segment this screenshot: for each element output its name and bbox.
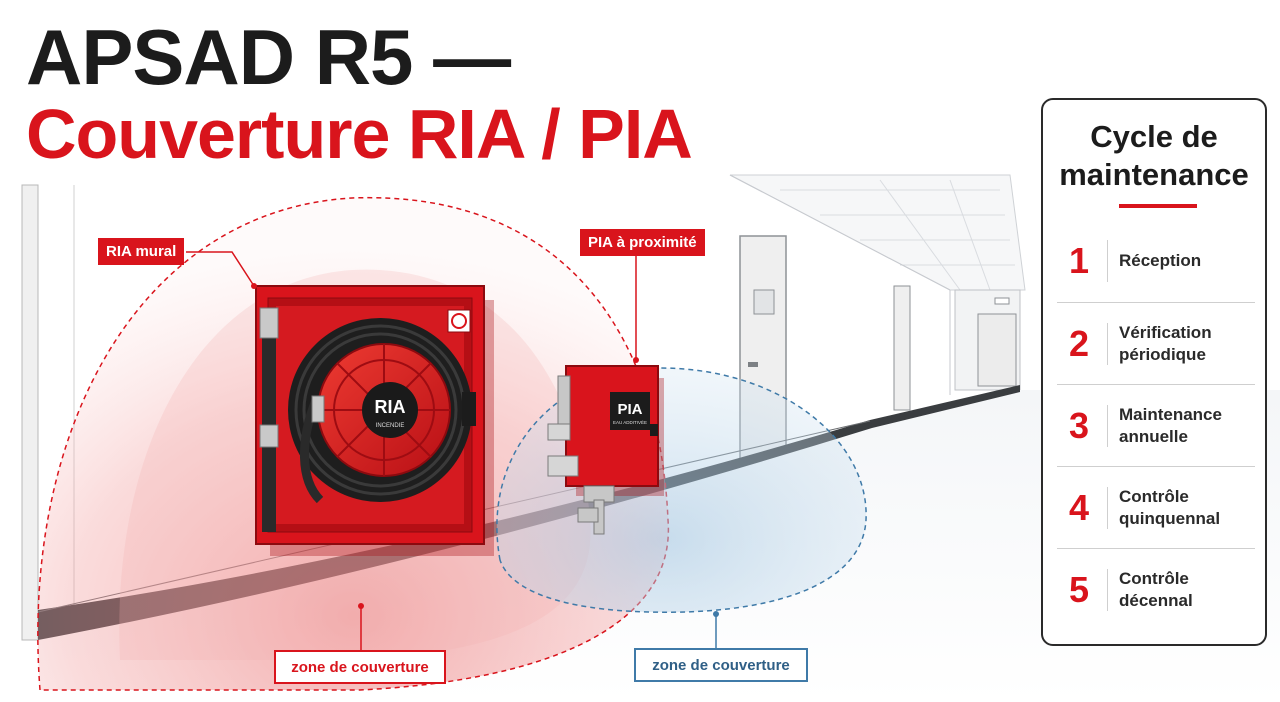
step-number: 3 xyxy=(1068,404,1090,446)
maintenance-step: 4 Contrôle quinquennal xyxy=(1057,466,1255,548)
step-label: Contrôle quinquennal xyxy=(1119,486,1221,528)
step-divider xyxy=(1107,487,1108,529)
pia-cabinet-label: PIA xyxy=(617,401,642,418)
maintenance-title-line1: Cycle de xyxy=(1090,119,1218,154)
page-title-line1: APSAD R5 — xyxy=(26,13,511,101)
maintenance-cycle-panel: Cycle de maintenance 1 Réception 2 Vérif… xyxy=(1041,98,1267,646)
maintenance-panel-title: Cycle de maintenance xyxy=(1043,118,1265,194)
maintenance-step: 2 Vérification périodique xyxy=(1057,302,1255,384)
step-divider xyxy=(1107,323,1108,365)
ria-wall-cabinet: RIA INCENDIE xyxy=(255,285,494,556)
pia-cabinet-sublabel: EAU ADDITIVÉE xyxy=(613,419,647,425)
title-underline xyxy=(1119,204,1197,208)
ria-cabinet-sublabel: INCENDIE xyxy=(376,423,405,429)
step-label: Contrôle décennal xyxy=(1119,568,1193,610)
step-label: Réception xyxy=(1119,251,1202,270)
pia-cabinet: PIA EAU ADDITIVÉE xyxy=(547,365,664,535)
step-label: Vérification périodique xyxy=(1119,322,1212,364)
pia-zone-label: zone de couverture xyxy=(634,648,808,682)
step-divider xyxy=(1107,240,1108,282)
step-label: Maintenance annuelle xyxy=(1119,404,1222,446)
step-number: 4 xyxy=(1068,486,1090,528)
step-number: 1 xyxy=(1068,240,1090,281)
step-divider xyxy=(1107,569,1108,611)
pia-proximity-callout: PIA à proximité xyxy=(580,229,705,256)
step-divider xyxy=(1107,405,1108,447)
step-number: 5 xyxy=(1068,568,1090,610)
ria-zone-label: zone de couverture xyxy=(274,650,446,684)
maintenance-step: 1 Réception xyxy=(1057,220,1255,302)
step-number: 2 xyxy=(1068,322,1090,364)
ria-mural-callout: RIA mural xyxy=(98,238,185,265)
maintenance-title-line2: maintenance xyxy=(1059,157,1249,192)
page-title-line2: Couverture RIA / PIA xyxy=(26,95,693,173)
maintenance-step: 5 Contrôle décennal xyxy=(1057,548,1255,630)
ria-cabinet-label: RIA xyxy=(375,397,406,417)
maintenance-step: 3 Maintenance annuelle xyxy=(1057,384,1255,466)
callout-leaders xyxy=(186,251,719,650)
